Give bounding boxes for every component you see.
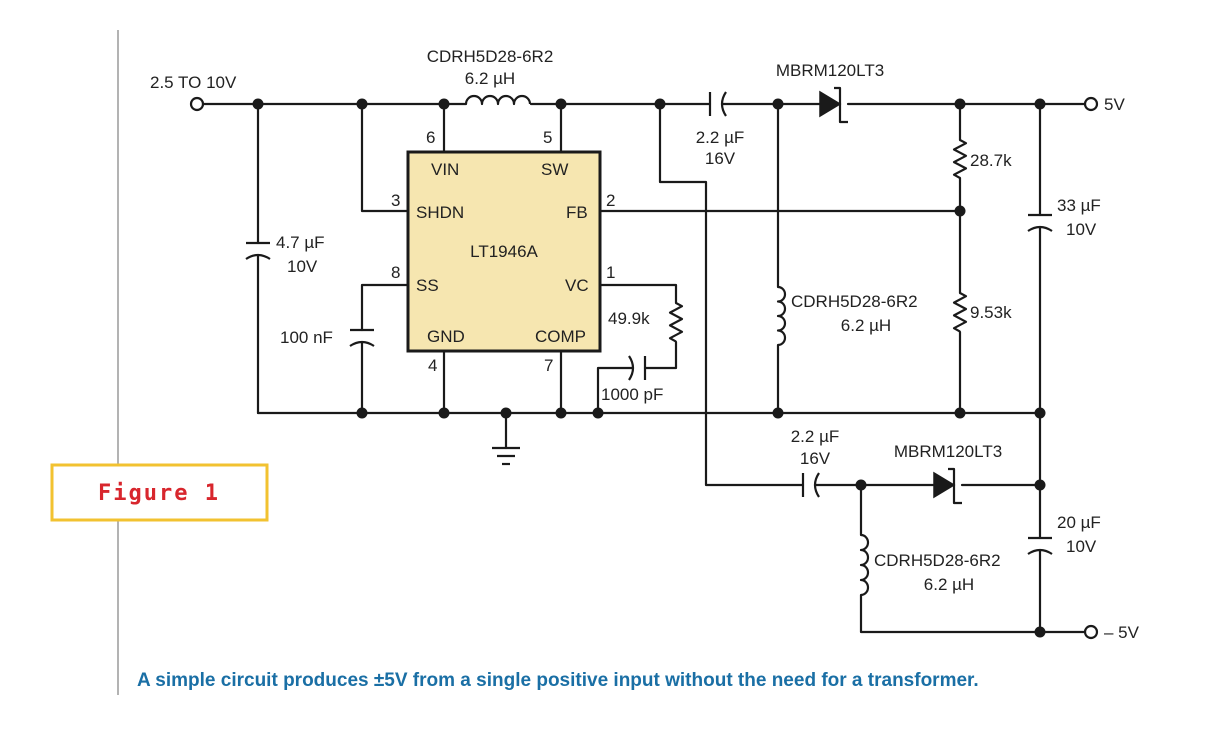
l3-value-label: 6.2 µH [924, 575, 974, 594]
pin-label-shdn: SHDN [416, 203, 464, 222]
c-couple1-voltage-label: 16V [705, 149, 736, 168]
ic-name: LT1946A [470, 242, 538, 261]
capacitor-input [245, 241, 271, 260]
diode-d2 [933, 467, 962, 505]
inductor-l1 [464, 94, 532, 106]
l3-part-label: CDRH5D28-6R2 [874, 551, 1001, 570]
figure-caption: A simple circuit produces ±5V from a sin… [137, 670, 979, 691]
c-out-pos-voltage-label: 10V [1066, 220, 1097, 239]
c-in-voltage-label: 10V [287, 257, 318, 276]
pos-output-terminal [1083, 96, 1099, 112]
pin-label-sw: SW [541, 160, 568, 179]
diode-d1 [819, 86, 848, 124]
pin-number-ss: 8 [391, 263, 400, 282]
resistor-bottom [952, 292, 968, 333]
c-out-neg-voltage-label: 10V [1066, 537, 1097, 556]
input-voltage-label: 2.5 TO 10V [150, 73, 237, 92]
pin-number-fb: 2 [606, 191, 615, 210]
pin-number-comp: 7 [544, 356, 553, 375]
pin-label-comp: COMP [535, 327, 586, 346]
figure-label-box [50, 463, 269, 522]
capacitor-output-positive [1027, 213, 1053, 232]
pin-number-sw: 5 [543, 128, 552, 147]
inductor-l3 [859, 533, 870, 597]
r-top-value-label: 28.7k [970, 151, 1012, 170]
capacitor-output-negative [1027, 536, 1053, 555]
junction-dots [252, 98, 1046, 638]
capacitor-comp [628, 355, 647, 381]
d2-part-label: MBRM120LT3 [894, 442, 1002, 461]
capacitor-coupling-2 [801, 472, 820, 498]
l1-value-label: 6.2 µH [465, 69, 515, 88]
c-out-neg-value-label: 20 µF [1057, 513, 1101, 532]
l2-part-label: CDRH5D28-6R2 [791, 292, 918, 311]
c-couple2-voltage-label: 16V [800, 449, 831, 468]
r-comp-value-label: 49.9k [608, 309, 650, 328]
resistor-top [952, 139, 968, 179]
ground-symbol [492, 446, 520, 466]
c-in-value-label: 4.7 µF [276, 233, 325, 252]
r-bot-value-label: 9.53k [970, 303, 1012, 322]
pin-label-vin: VIN [431, 160, 459, 179]
pos-output-label: 5V [1104, 95, 1125, 114]
c-comp-value-label: 1000 pF [601, 385, 663, 404]
inductor-l2 [776, 285, 787, 347]
input-terminal [189, 96, 205, 112]
neg-output-label: – 5V [1104, 623, 1140, 642]
pin-label-ss: SS [416, 276, 439, 295]
pin-number-shdn: 3 [391, 191, 400, 210]
ic-lt1946a-body [406, 150, 602, 353]
d1-part-label: MBRM120LT3 [776, 61, 884, 80]
neg-output-terminal [1083, 624, 1099, 640]
pin-label-vc: VC [565, 276, 589, 295]
capacitor-coupling-1 [708, 91, 727, 117]
c-couple1-value-label: 2.2 µF [696, 128, 745, 147]
capacitor-soft-start [349, 328, 375, 347]
c-couple2-value-label: 2.2 µF [791, 427, 840, 446]
pin-label-fb: FB [566, 203, 588, 222]
pin-number-vc: 1 [606, 263, 615, 282]
pin-number-vin: 6 [426, 128, 435, 147]
c-ss-value-label: 100 nF [280, 328, 333, 347]
wires [201, 102, 1087, 634]
figure-label: Figure 1 [98, 481, 220, 506]
resistor-comp [668, 302, 684, 343]
l1-part-label: CDRH5D28-6R2 [427, 47, 554, 66]
c-out-pos-value-label: 33 µF [1057, 196, 1101, 215]
l2-value-label: 6.2 µH [841, 316, 891, 335]
pin-number-gnd: 4 [428, 356, 437, 375]
pin-label-gnd: GND [427, 327, 465, 346]
